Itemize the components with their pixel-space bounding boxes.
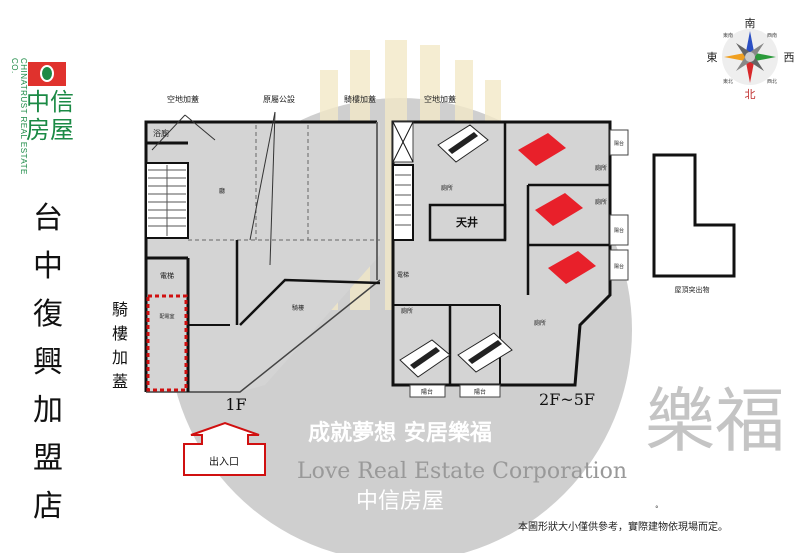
room-arcade: 騎樓 xyxy=(292,304,304,312)
label-1f-top-1: 原屬公設 xyxy=(263,94,295,104)
red-bed-icon xyxy=(548,251,596,284)
room-balcony: 陽台 xyxy=(614,227,624,234)
compass-north: 北 xyxy=(745,88,756,101)
bed-icon xyxy=(457,332,513,373)
rooftop-plan: 屋頂突出物 xyxy=(652,153,736,294)
compass-rose: 南 北 東 西 東南 西南 東北 西北 xyxy=(707,17,795,101)
rooftop-label: 屋頂突出物 xyxy=(675,285,710,294)
logo-text: 中信房屋 xyxy=(26,88,74,144)
room-balcony: 陽台 xyxy=(614,263,624,270)
compass-southeast: 東南 xyxy=(723,32,733,39)
room-elevator-1f: 電梯 xyxy=(160,271,174,280)
plan-2f-5f: 空地加蓋 天井 電梯 廁所 廁所 廁所 廁所 廁所 陽台 陽台 陽台 陽台 陽台… xyxy=(391,94,629,409)
store-name: 台中復興加盟店 xyxy=(33,201,63,524)
compass-east: 東 xyxy=(707,51,718,64)
room-toilet: 廁所 xyxy=(595,164,607,172)
decorative-dot: ° xyxy=(655,505,659,513)
red-bed-icon xyxy=(535,193,583,226)
logo-side-text: CHINATRUST REAL ESTATE CO. xyxy=(10,58,28,175)
label-1f-top-0: 空地加蓋 xyxy=(167,94,199,104)
watermark-slogan: 成就夢想 安居樂福 xyxy=(308,420,492,446)
room-balcony: 陽台 xyxy=(421,388,433,396)
room-balcony: 陽台 xyxy=(614,140,624,147)
brand-logo: CHINATRUST REAL ESTATE CO. 中信房屋 xyxy=(10,58,90,178)
room-toilet: 廁所 xyxy=(441,184,453,192)
red-bed-icon xyxy=(518,133,566,166)
watermark-logo-text: 中信房屋 xyxy=(356,489,444,514)
entrance-arrow xyxy=(183,421,266,476)
label-1f-top-2: 騎樓加蓋 xyxy=(344,94,376,104)
room-balcony: 陽台 xyxy=(474,388,486,396)
label-2f-top: 空地加蓋 xyxy=(424,94,456,104)
watermark-text: 樂福 成就夢想 安居樂福 Love Real Estate Corporatio… xyxy=(297,380,785,514)
logo-mark-icon xyxy=(28,62,66,86)
compass-northeast: 東北 xyxy=(723,78,733,85)
bed-icon xyxy=(437,124,489,163)
entrance-label: 出入口 xyxy=(209,455,239,468)
bed-icon xyxy=(399,339,451,378)
room-elevator-2f: 電梯 xyxy=(397,271,409,279)
compass-southwest: 西南 xyxy=(767,32,777,39)
room-toilet: 廁所 xyxy=(534,319,546,327)
floor-label-1f: 1F xyxy=(225,395,246,414)
room-hall: 廳 xyxy=(219,187,225,195)
compass-south: 南 xyxy=(745,17,756,30)
room-toilet: 廁所 xyxy=(401,307,413,315)
room-bath: 浴廁 xyxy=(153,128,169,138)
arcade-addon-label: 騎樓加蓋 xyxy=(111,300,128,391)
compass-west: 西 xyxy=(784,51,795,64)
disclaimer: 本圖形狀大小僅供參考，實際建物依現場而定。 xyxy=(518,522,728,533)
arcade-addon-highlight xyxy=(146,294,188,392)
watermark-big-text: 樂福 xyxy=(645,380,785,462)
room-toilet: 廁所 xyxy=(595,198,607,206)
plan-1f: 空地加蓋 原屬公設 騎樓加蓋 浴廁 廳 電梯 配電室 騎樓 1F 出入口 xyxy=(144,94,381,476)
compass-northwest: 西北 xyxy=(767,78,777,85)
room-meter: 配電室 xyxy=(159,313,174,320)
room-skylight: 天井 xyxy=(456,215,478,229)
watermark-english: Love Real Estate Corporation xyxy=(297,459,627,484)
floor-label-2f-5f: 2F~5F xyxy=(539,390,595,409)
